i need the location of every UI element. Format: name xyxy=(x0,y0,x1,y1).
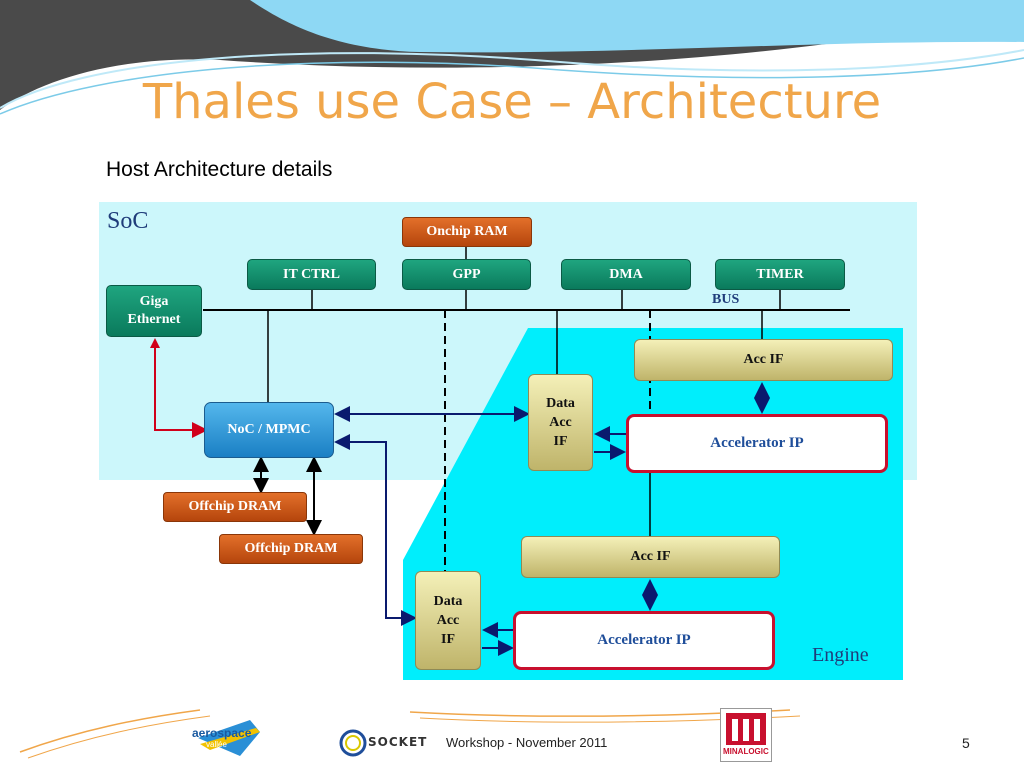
data-acc-if-2-line2: Acc xyxy=(436,613,460,628)
accelerator-ip-block-1: Accelerator IP xyxy=(626,414,888,473)
data-acc-if-block-2: Data Acc IF xyxy=(415,571,481,670)
it-ctrl-block: IT CTRL xyxy=(247,259,376,290)
socket-logo: SOCKET xyxy=(338,728,442,758)
data-acc-if-1-line2: Acc xyxy=(549,415,572,430)
data-acc-if-2-line3: IF xyxy=(441,632,455,647)
noc-mpmc-block: NoC / MPMC xyxy=(204,402,334,458)
gpp-block: GPP xyxy=(402,259,531,290)
minalogic-logo-text: MINALOGIC xyxy=(723,747,769,756)
socket-logo-text: SOCKET xyxy=(368,735,428,749)
acc-if-block-2: Acc IF xyxy=(521,536,780,578)
slide-subtitle: Host Architecture details xyxy=(106,158,333,181)
giga-ethernet-block: Giga Ethernet xyxy=(106,285,202,337)
onchip-ram-block: Onchip RAM xyxy=(402,217,532,247)
accelerator-ip-block-2: Accelerator IP xyxy=(513,611,775,670)
soc-label: SoC xyxy=(107,208,149,234)
offchip-dram-block-2: Offchip DRAM xyxy=(219,534,363,564)
offchip-dram-block-1: Offchip DRAM xyxy=(163,492,307,522)
data-acc-if-1-line1: Data xyxy=(546,396,575,411)
engine-label: Engine xyxy=(812,644,869,666)
dma-block: DMA xyxy=(561,259,691,290)
data-acc-if-block-1: Data Acc IF xyxy=(528,374,593,471)
aerospace-logo-icon xyxy=(198,720,260,756)
acc-if-block-1: Acc IF xyxy=(634,339,893,381)
socket-logo-icon xyxy=(339,729,367,757)
aerospace-logo-subtext: vallée xyxy=(206,740,227,749)
giga-ethernet-line2: Ethernet xyxy=(127,312,181,327)
data-acc-if-1-line3: IF xyxy=(553,434,568,449)
minalogic-logo-mark xyxy=(726,713,766,745)
timer-block: TIMER xyxy=(715,259,845,290)
aerospace-logo: aerospace vallée xyxy=(190,710,264,758)
slide-title: Thales use Case – Architecture xyxy=(142,74,882,130)
page-number: 5 xyxy=(962,735,970,751)
aerospace-logo-text: aerospace xyxy=(192,726,252,740)
header-swoosh xyxy=(0,0,1024,115)
minalogic-logo: MINALOGIC xyxy=(720,708,772,762)
giga-ethernet-line1: Giga xyxy=(139,294,169,309)
footer-event-text: Workshop - November 2011 xyxy=(446,735,608,750)
data-acc-if-2-line1: Data xyxy=(433,594,463,609)
footer-decoration xyxy=(19,709,801,759)
bus-label: BUS xyxy=(712,292,740,307)
